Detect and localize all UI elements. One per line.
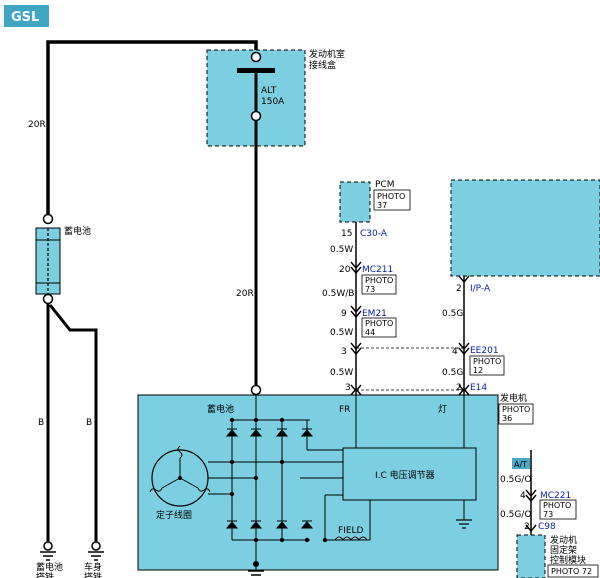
ee201-connector: EE201 — [470, 346, 499, 356]
at-badge: A/T — [512, 458, 530, 469]
mc211-connector: MC211 — [362, 265, 393, 275]
c98-connector: C98 — [538, 522, 556, 532]
alt-fuse-rating: 150A — [261, 97, 285, 107]
wire-label-b-left: B — [38, 418, 44, 428]
e14-right-pin: 2 — [456, 383, 462, 393]
gen-lamp-terminal-label: 灯 — [438, 404, 447, 415]
generator-ground-icon — [248, 561, 264, 576]
regulator-label: I.C 电压调节器 — [375, 469, 435, 481]
wire-label-05g-2: 0.5G — [442, 368, 463, 378]
stator-label: 定子线圈 — [156, 509, 192, 521]
wire-label-05w-3: 0.5W — [330, 368, 353, 378]
e14-connector: E14 — [470, 383, 487, 393]
voltage-regulator — [342, 447, 477, 501]
engine-mount-module-label: 发动机固定架控制模块 — [550, 534, 586, 566]
c30a-pin: 15 — [341, 229, 352, 239]
field-coil — [334, 536, 368, 541]
e14-left-pin: 3 — [345, 383, 351, 393]
gen-battery-terminal-label: 蓄电池 — [207, 403, 234, 415]
em21-pin: 9 — [341, 309, 347, 319]
wire-label-05w-1: 0.5W — [330, 245, 353, 255]
pcm-label: PCM — [375, 180, 394, 190]
c30a-connector: C30-A — [360, 229, 388, 239]
wire-label-20r-mid: 20R — [236, 289, 254, 299]
wire-label-05w-2: 0.5W — [330, 328, 353, 338]
mc221-connector-chevrons — [525, 489, 537, 533]
svg-text:A/T: A/T — [514, 460, 527, 469]
junction-dots — [229, 417, 328, 543]
ipa-module — [450, 179, 600, 277]
field-label: FIELD — [338, 526, 364, 536]
rectifier-diodes — [225, 428, 314, 529]
wire-label-20r-top: 20R — [28, 120, 46, 130]
generator-label: 发电机 — [500, 392, 527, 404]
alt-fuse-label: ALT — [261, 86, 277, 96]
ee201-left-pin: 3 — [341, 347, 347, 357]
wire-label-05go-2: 0.5G/O — [500, 510, 531, 520]
engine-mount-photo-tag: PHOTO 72 — [547, 564, 599, 578]
mc211-pin: 20 — [339, 265, 351, 275]
battery-ground-label: 蓄电池搭铁 — [36, 561, 63, 578]
page-title: GSL — [11, 10, 39, 25]
pcm-module — [339, 181, 371, 223]
generator-internal-wiring — [208, 395, 465, 570]
stator-coil — [149, 445, 211, 507]
em21-connector: EM21 — [362, 309, 387, 319]
ipa-connector: I/P-A — [470, 284, 491, 294]
wire-label-05wb: 0.5W/B — [322, 289, 354, 299]
battery — [35, 213, 61, 305]
c98-pin: 2 — [524, 522, 530, 532]
engine-mount-control-module — [516, 534, 546, 578]
engine-junction-box-label: 发动机室接线盒 — [309, 48, 345, 71]
lamp-connector-chevrons — [458, 275, 470, 396]
gen-fr-terminal-label: FR — [339, 405, 350, 415]
wire-label-b-right: B — [86, 418, 92, 428]
title-badge: GSL — [4, 5, 49, 27]
body-ground-label: 车身搭铁 — [84, 561, 102, 578]
fr-connector-chevrons — [350, 261, 362, 396]
svg-text:PHOTO 72: PHOTO 72 — [551, 567, 592, 576]
wire-label-05go-1: 0.5G/O — [500, 475, 531, 485]
battery-ground-icon — [40, 541, 56, 561]
generator-b-terminal — [250, 384, 262, 396]
mc221-pin: 4 — [520, 491, 526, 501]
regulator-ground-icon — [456, 519, 472, 529]
battery-label: 蓄电池 — [64, 225, 91, 237]
wire-label-05g-1: 0.5G — [442, 309, 463, 319]
ipa-pin: 2 — [456, 284, 462, 294]
ee201-right-pin: 4 — [452, 347, 458, 357]
mc221-connector: MC221 — [540, 491, 571, 501]
battery-ground-wires — [46, 304, 98, 542]
body-ground-icon — [88, 541, 104, 561]
